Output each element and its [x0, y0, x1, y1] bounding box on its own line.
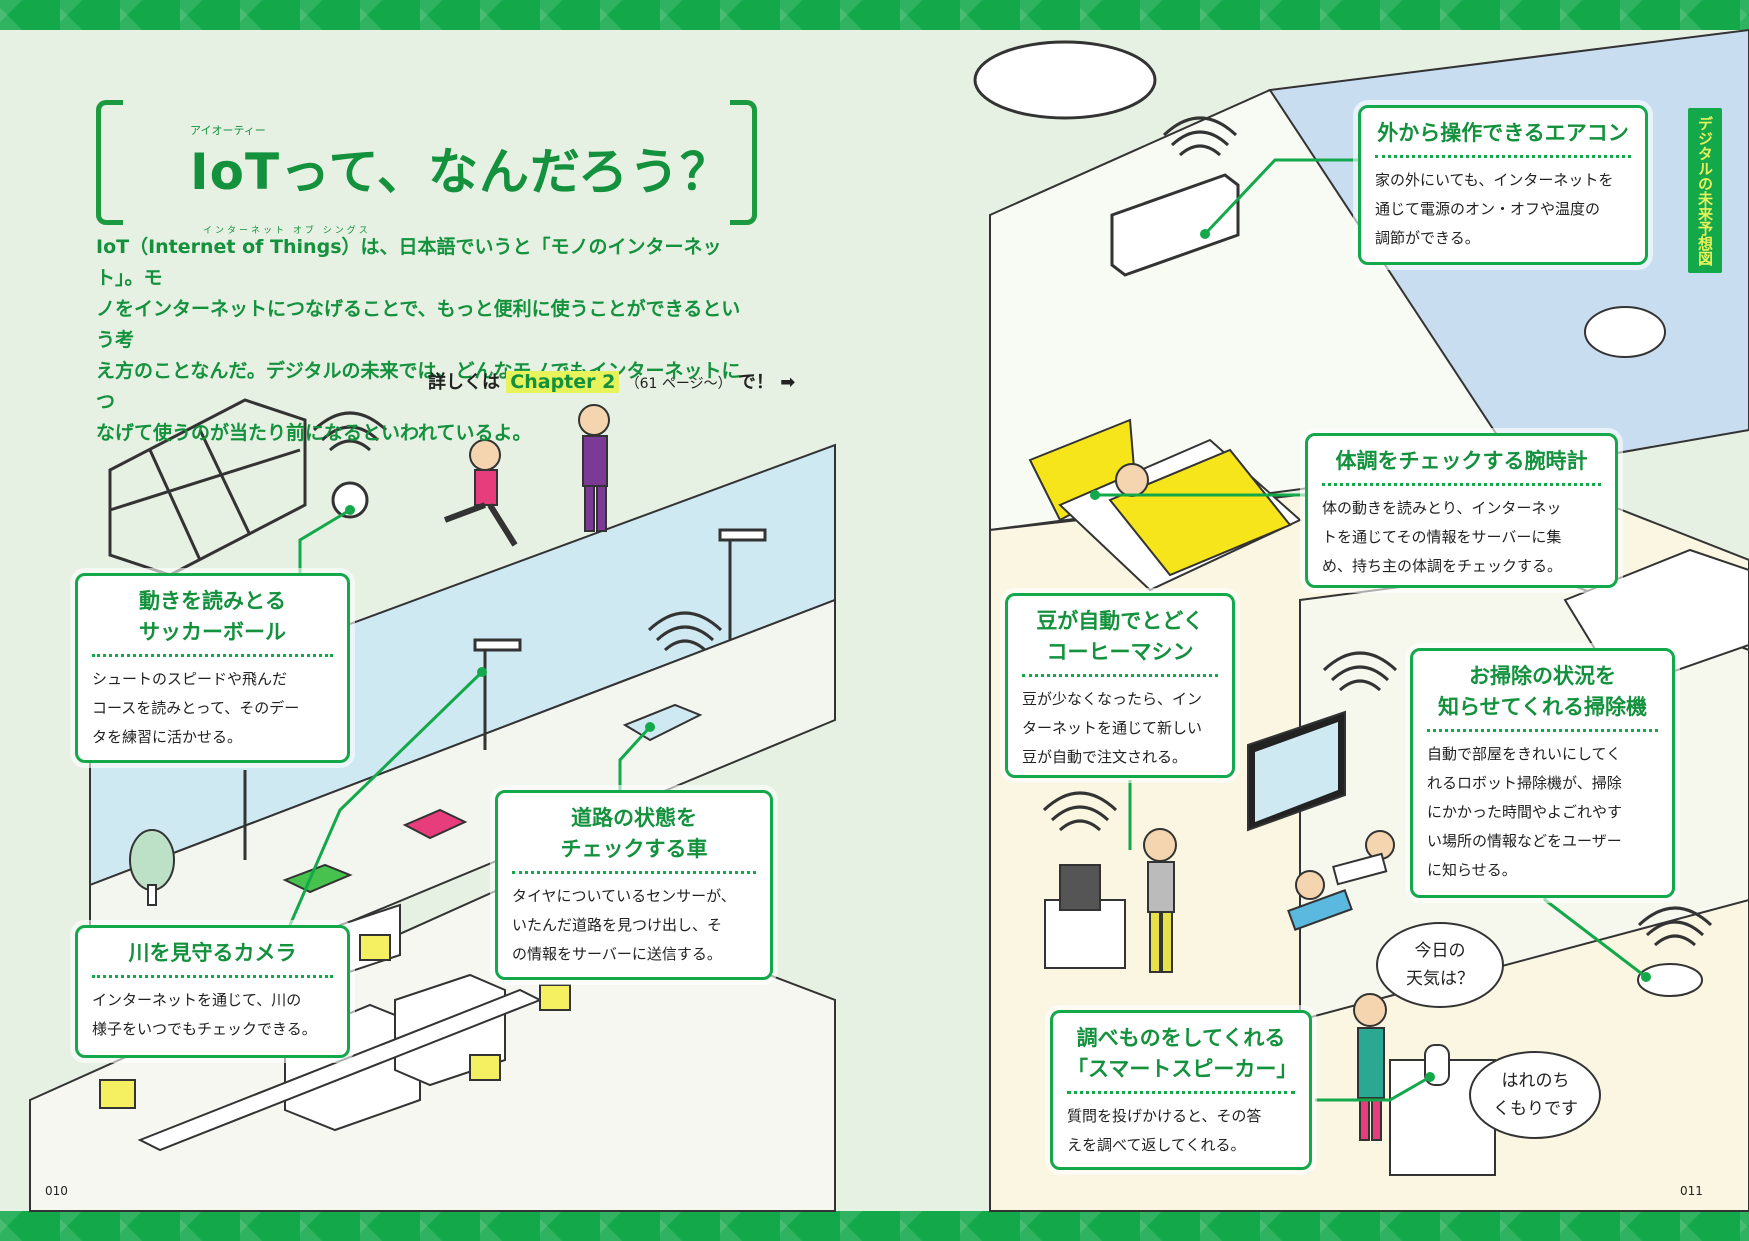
page-title: IoTって、なんだろう？	[190, 143, 732, 201]
tree	[129, 829, 175, 906]
box-robot-vacuum: お掃除の状況を知らせてくれる掃除機 自動で部屋をきれいにしてくれるロボット掃除機…	[1410, 648, 1675, 898]
bubble-answer-text: はれのちくもりです	[1493, 1071, 1578, 1119]
top-band	[0, 0, 1749, 30]
cloud-icon	[973, 40, 1157, 120]
intro-text: IoT（Internet of Things）は、日本語でいうと「モノのインター…	[96, 232, 756, 449]
intro-line: なげて使うのが当たり前になるといわれているよ。	[96, 422, 532, 444]
box-title: 豆が自動でとどくコーヒーマシン	[1022, 606, 1218, 677]
chapter-reference: 詳しくは Chapter 2 （61 ページ～） で！ ➡	[428, 368, 795, 394]
box-smart-speaker: 調べものをしてくれる「スマートスピーカー」 質問を投げかけると、その答えを調べて…	[1050, 1010, 1312, 1170]
page-number-left: 010	[45, 1184, 68, 1198]
soccer-ball-icon	[331, 481, 369, 519]
air-conditioner	[1110, 173, 1240, 277]
box-river-camera: 川を見守るカメラ インターネットを通じて、川の様子をいつでもチェックできる。	[75, 925, 350, 1058]
title-bracket-left	[96, 100, 123, 225]
box-title: 外から操作できるエアコン	[1375, 118, 1631, 158]
ref-pages: （61 ページ～）	[625, 376, 732, 392]
bottom-band	[0, 1211, 1749, 1241]
soccer-goal	[108, 398, 307, 577]
person-coffee	[1143, 828, 1177, 973]
box-wristwatch: 体調をチェックする腕時計 体の動きを読みとり、インターネットを通じてその情報をサ…	[1305, 433, 1618, 588]
box-title: 調べものをしてくれる「スマートスピーカー」	[1067, 1023, 1297, 1094]
bubble-question-text: 今日の天気は？	[1406, 941, 1474, 989]
tv-screen	[1255, 722, 1338, 822]
person-speaker	[1353, 993, 1387, 1141]
box-body: タイヤについているセンサーが、いたんだ道路を見つけ出し、その情報をサーバーに送信…	[512, 887, 736, 963]
car-pink	[402, 808, 468, 840]
coffee-machine	[1059, 864, 1101, 911]
ref-prefix: 詳しくは	[428, 372, 500, 393]
car-green	[282, 863, 353, 894]
speech-bubble-answer	[1469, 1051, 1601, 1139]
wifi-icons	[312, 116, 1713, 947]
arrow-right-icon: ➡	[780, 372, 796, 393]
intro-line: IoT（Internet of Things）は、日本語でいうと「モノのインター…	[96, 236, 722, 289]
box-title: 体調をチェックする腕時計	[1322, 446, 1601, 486]
box-coffee-machine: 豆が自動でとどくコーヒーマシン 豆が少なくなったら、インターネットを通じて新しい…	[1005, 593, 1235, 778]
intro-line: ノをインターネットにつなげることで、もっと便利に使うことができるという考	[96, 298, 741, 351]
box-soccer-ball: 動きを読みとるサッカーボール シュートのスピードや飛んだコースを読みとって、その…	[75, 573, 350, 763]
blanket	[1108, 448, 1292, 577]
box-body: インターネットを通じて、川の様子をいつでもチェックできる。	[92, 991, 317, 1038]
box-title: 道路の状態をチェックする車	[512, 803, 756, 874]
title-ruby: アイオーティー	[190, 124, 266, 137]
box-body: 家の外にいても、インターネットを通じて電源のオン・オフや温度の調節ができる。	[1375, 171, 1614, 247]
box-road-car: 道路の状態をチェックする車 タイヤについているセンサーが、いたんだ道路を見つけ出…	[495, 790, 773, 980]
subtitle-ruby: インターネット オブ シングス	[203, 226, 371, 236]
box-body: 自動で部屋をきれいにしてくれるロボット掃除機が、掃除にかかった時間やよごれやすい…	[1427, 745, 1623, 879]
box-title: 動きを読みとるサッカーボール	[92, 586, 333, 657]
sleeping-person	[1115, 463, 1149, 497]
player-kicking	[443, 439, 518, 547]
street-lamp	[243, 528, 767, 860]
box-title: お掃除の状況を知らせてくれる掃除機	[1427, 661, 1658, 732]
chapter-link[interactable]: Chapter 2	[506, 371, 620, 393]
box-body: 豆が少なくなったら、インターネットを通じて新しい豆が自動で注文される。	[1022, 690, 1203, 766]
robot-vacuum	[1637, 963, 1703, 997]
connector-lines	[288, 158, 1647, 1102]
people-relaxing	[1287, 830, 1395, 931]
title-bracket-right	[730, 100, 757, 225]
side-tab: デジタルの未来予想図	[1688, 108, 1722, 273]
box-body: シュートのスピードや飛んだコースを読みとって、そのデータを練習に活かせる。	[92, 670, 300, 746]
box-body: 質問を投げかけると、その答えを調べて返してくれる。	[1067, 1107, 1262, 1154]
cat	[1584, 306, 1666, 358]
speech-bubble-question	[1376, 922, 1504, 1008]
player-standing	[578, 404, 610, 532]
ref-suffix: で！	[737, 372, 774, 393]
page-number-right: 011	[1680, 1184, 1703, 1198]
box-aircon: 外から操作できるエアコン 家の外にいても、インターネットを通じて電源のオン・オフ…	[1358, 105, 1648, 265]
box-body: 体の動きを読みとり、インターネットを通じてその情報をサーバーに集め、持ち主の体調…	[1322, 499, 1563, 575]
box-title: 川を見守るカメラ	[92, 938, 333, 978]
